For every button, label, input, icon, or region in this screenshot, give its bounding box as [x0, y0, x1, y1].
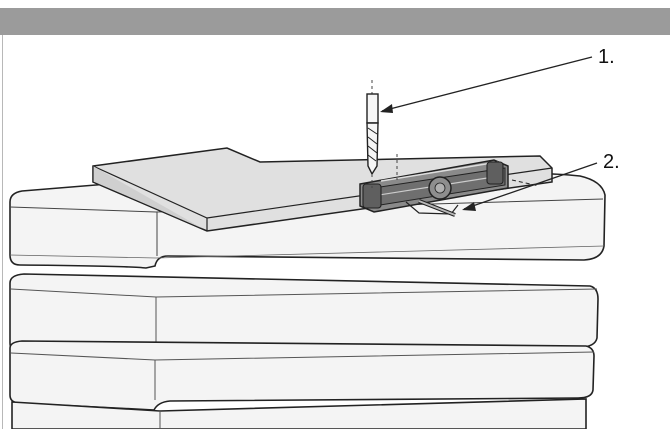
callout-label-1: 1.	[598, 46, 615, 68]
drilling-jig	[359, 159, 540, 217]
left-border	[2, 35, 3, 429]
base-layer-4	[11, 398, 587, 429]
base-layer-3	[9, 340, 595, 411]
callout-label-2: 2.	[603, 151, 620, 173]
drill-bit	[366, 80, 398, 188]
callout-leaders	[380, 56, 598, 211]
header-bar	[0, 8, 670, 35]
